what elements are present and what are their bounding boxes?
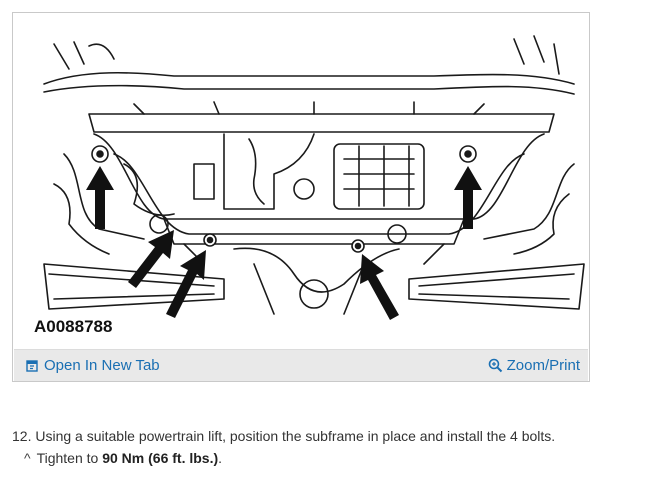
figure-card: A0088788 Open In New Tab Zoom/Print <box>12 12 590 382</box>
substep-suffix: . <box>218 450 223 466</box>
diagram-id-label: A0088788 <box>34 317 113 336</box>
zoom-print-link[interactable]: Zoom/Print <box>488 357 580 374</box>
subframe-diagram <box>43 35 585 320</box>
magnifier-icon <box>488 358 503 373</box>
open-in-new-tab-label: Open In New Tab <box>44 357 160 374</box>
open-external-icon <box>26 359 38 372</box>
zoom-print-label: Zoom/Print <box>506 357 580 374</box>
substep-prefix: Tighten to <box>36 450 103 466</box>
open-in-new-tab-link[interactable]: Open In New Tab <box>26 357 160 374</box>
figure-toolbar: Open In New Tab Zoom/Print <box>14 349 588 381</box>
instruction-substep: ^ Tighten to 90 Nm (66 ft. lbs.). <box>24 450 222 466</box>
instruction-step-12: 12. Using a suitable powertrain lift, po… <box>12 428 556 444</box>
torque-value: 90 Nm (66 ft. lbs.) <box>102 450 219 466</box>
substep-marker: ^ <box>24 450 31 466</box>
